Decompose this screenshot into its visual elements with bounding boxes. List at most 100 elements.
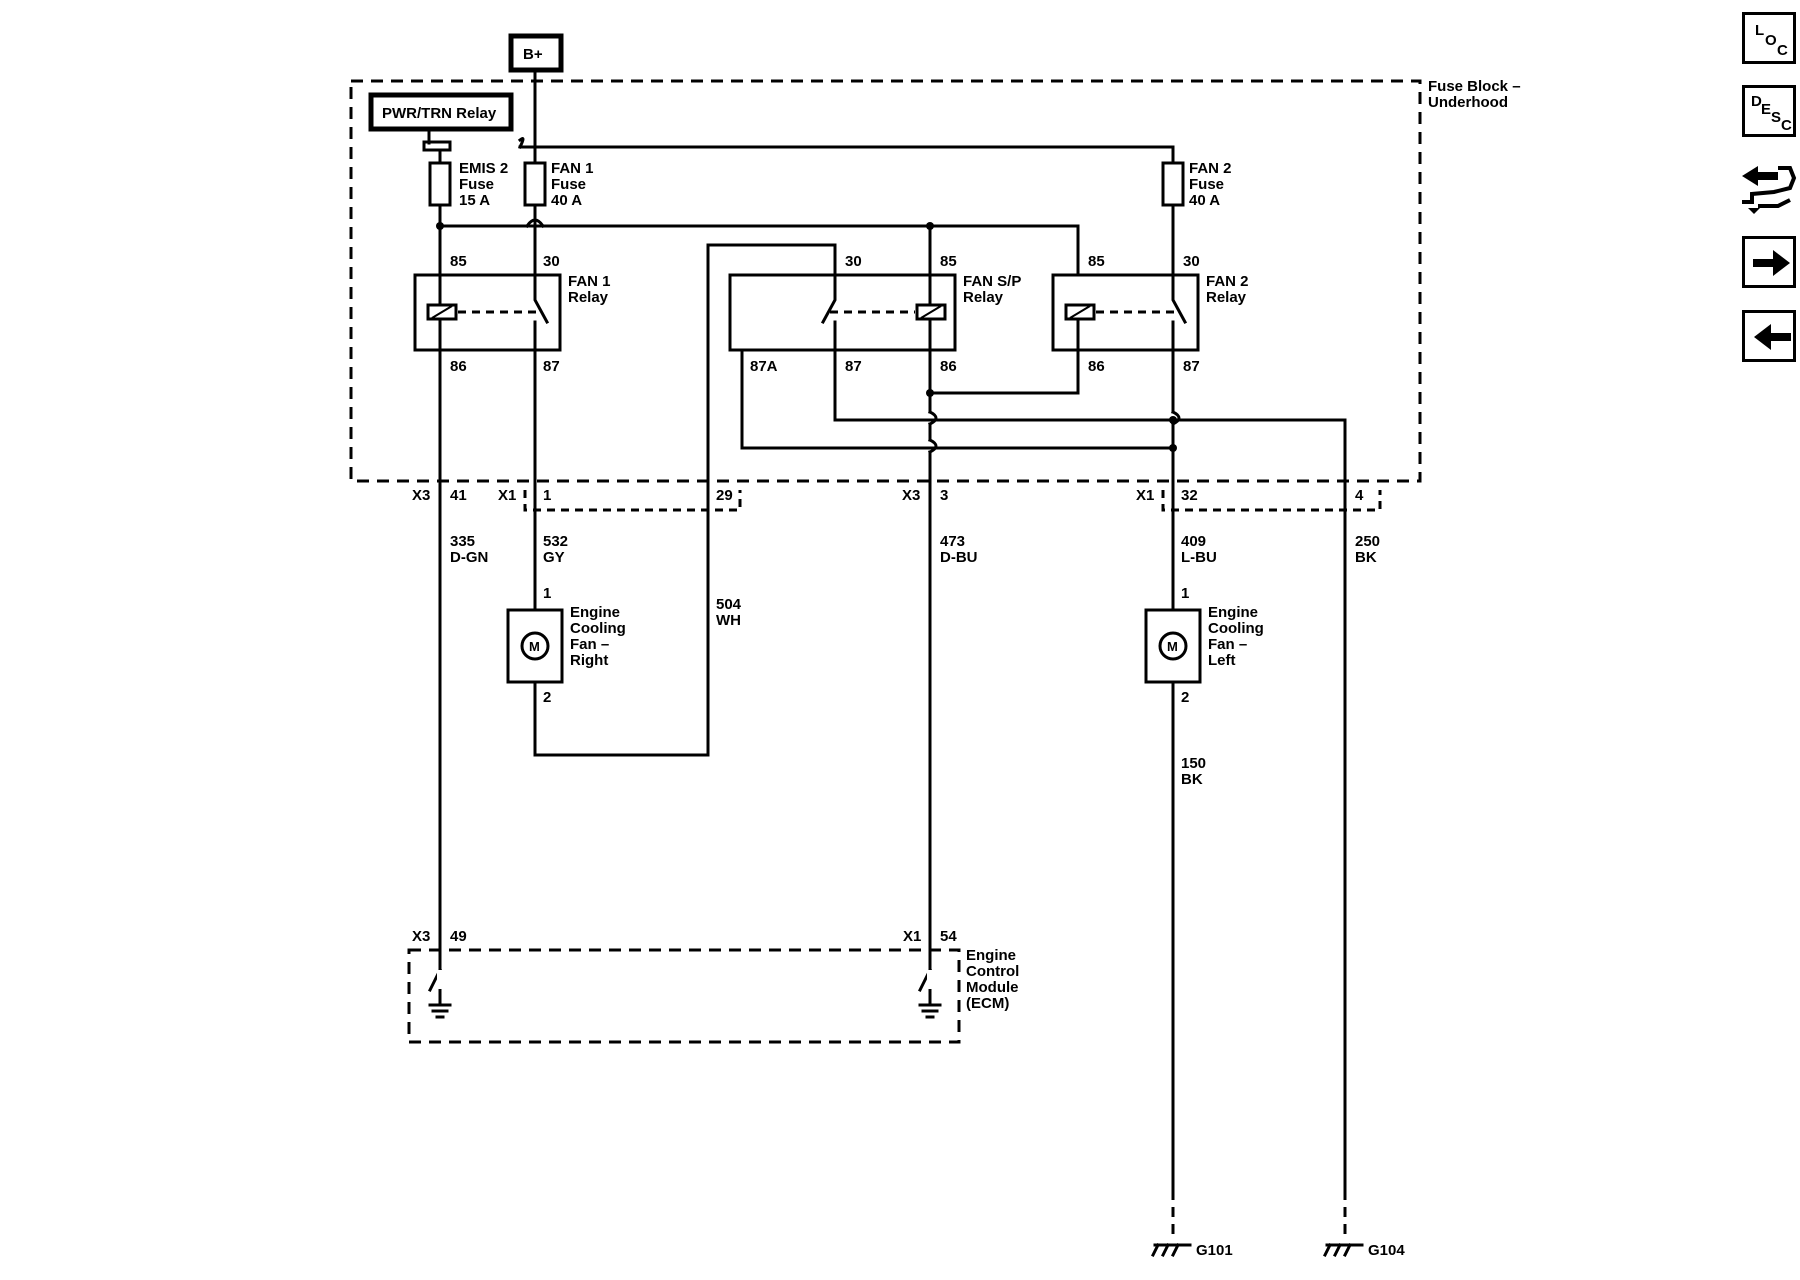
- relay-86-tie-wire: [928, 348, 1080, 395]
- relay-fan2-p30: 30: [1183, 253, 1200, 270]
- fansp-87-wire: [833, 348, 1347, 1192]
- junction: [436, 222, 444, 230]
- ground-g104-symbol: [1322, 1242, 1364, 1258]
- wire-473-color: D-BU: [940, 549, 978, 566]
- desc-letter-e: E: [1761, 101, 1771, 118]
- fansp-30-wire: [533, 243, 837, 757]
- connector-tool-icon[interactable]: [1738, 158, 1798, 218]
- fan2-fuse-feed-wire: [518, 145, 1175, 165]
- relay-fansp-coil-slash: [920, 305, 942, 319]
- conn-x3-41-pin: 41: [450, 487, 467, 504]
- wire-504-circuit: 504: [716, 596, 742, 613]
- fuse-emis2-type: Fuse: [459, 176, 494, 193]
- conn-x1-54-conn: X1: [903, 928, 921, 945]
- relay-fansp-type: Relay: [963, 289, 1004, 306]
- fuse-fan1-rating: 40 A: [551, 192, 582, 209]
- bus-hop: [927, 409, 938, 455]
- relay-fan1-p86: 86: [450, 358, 467, 375]
- relay-fan1-name: FAN 1: [568, 273, 611, 290]
- motor-left-pin2: 2: [1181, 689, 1189, 706]
- wire-409-color: L-BU: [1181, 549, 1217, 566]
- relay-fansp-p30: 30: [845, 253, 862, 270]
- back-button[interactable]: [1742, 310, 1796, 362]
- fuse-fan1-name: FAN 1: [551, 160, 594, 177]
- relay-fan2-p87: 87: [1183, 358, 1200, 375]
- desc-letter-c: C: [1781, 117, 1792, 134]
- relay-fan2-type: Relay: [1206, 289, 1247, 306]
- fuse-block-label-1: Fuse Block –: [1428, 78, 1521, 95]
- loc-letter-c: C: [1777, 42, 1788, 59]
- desc-letter-s: S: [1771, 109, 1781, 126]
- forward-button[interactable]: [1742, 236, 1796, 288]
- relay-fan1-p87: 87: [543, 358, 560, 375]
- fuse-fan2-rating: 40 A: [1189, 192, 1220, 209]
- relay-fan2-name: FAN 2: [1206, 273, 1249, 290]
- loc-letter-o: O: [1765, 32, 1777, 49]
- desc-button[interactable]: D E S C: [1742, 85, 1796, 137]
- fuse-fan1-type: Fuse: [551, 176, 586, 193]
- relay-fan1-type: Relay: [568, 289, 609, 306]
- conn-x1-54-pin: 54: [940, 928, 957, 945]
- ecm-l2: Control: [966, 963, 1019, 980]
- conn-x1-32-pin: 32: [1181, 487, 1198, 504]
- arrow-right-icon: [1753, 250, 1790, 276]
- fansp-87a-wire: [740, 348, 1175, 450]
- bus-hop: [517, 137, 525, 150]
- ground-g101-label: G101: [1196, 1242, 1233, 1259]
- motor-right-pin2: 2: [543, 689, 551, 706]
- relay-fansp-name: FAN S/P: [963, 273, 1021, 290]
- bus-hop: [524, 218, 546, 229]
- relay-fansp-p87a: 87A: [750, 358, 778, 375]
- wire-150-color: BK: [1181, 771, 1203, 788]
- pwr-trn-relay-label: PWR/TRN Relay: [382, 105, 497, 122]
- conn-x3-49-conn: X3: [412, 928, 430, 945]
- conn-x1-1-pin: 1: [543, 487, 551, 504]
- motor-right-l2: Cooling: [570, 620, 626, 637]
- conn-x3-49-pin: 49: [450, 928, 467, 945]
- pwr-trn-relay-box: [368, 92, 514, 132]
- fuse-fan2: [1161, 161, 1185, 207]
- x1-connector-left: [523, 490, 742, 512]
- motor-right-l3: Fan –: [570, 636, 609, 653]
- wire-150-circuit: 150: [1181, 755, 1206, 772]
- motor-left-pin1: 1: [1181, 585, 1189, 602]
- motor-left-m: M: [1167, 639, 1178, 654]
- wire-532-color: GY: [543, 549, 565, 566]
- ecm-driver-2: [917, 967, 942, 1019]
- relay-fan1-coil-slash: [431, 305, 453, 319]
- wire-532-circuit: 532: [543, 533, 568, 550]
- motor-left-l2: Cooling: [1208, 620, 1264, 637]
- desc-letter-d: D: [1751, 93, 1762, 110]
- fuse-emis2-rating: 15 A: [459, 192, 490, 209]
- relay-fan1-p30: 30: [543, 253, 560, 270]
- arrow-left-icon: [1754, 324, 1791, 350]
- loc-letter-l: L: [1755, 22, 1764, 39]
- wire-335-circuit: 335: [450, 533, 475, 550]
- relay-fan2-p86: 86: [1088, 358, 1105, 375]
- ecm-driver-1: [427, 967, 452, 1019]
- conn-x1-29-pin: 29: [716, 487, 733, 504]
- bplus-label: B+: [523, 46, 543, 63]
- relay-fansp-switch: [820, 273, 932, 352]
- motor-left-l4: Left: [1208, 652, 1236, 669]
- motor-left-l1: Engine: [1208, 604, 1258, 621]
- motor-right-symbol: [520, 631, 550, 661]
- fuse-fan2-type: Fuse: [1189, 176, 1224, 193]
- wire-250-color: BK: [1355, 549, 1377, 566]
- relay-fansp-p85: 85: [940, 253, 957, 270]
- conn-x1-32-conn: X1: [1136, 487, 1154, 504]
- motor-left-symbol: [1158, 631, 1188, 661]
- wire-473-circuit: 473: [940, 533, 965, 550]
- fuse-block-boundary: [349, 79, 1422, 483]
- relay-fan2-p85: 85: [1088, 253, 1105, 270]
- ground-g104-label: G104: [1368, 1242, 1405, 1259]
- junction: [926, 222, 934, 230]
- pwr-trn-relay-contact: [422, 127, 452, 152]
- fuse-fan1: [523, 161, 547, 207]
- relay-fan2-switch: [1076, 273, 1188, 352]
- loc-button[interactable]: L O C: [1742, 12, 1796, 64]
- motor-right-l4: Right: [570, 652, 608, 669]
- motor-right-pin1: 1: [543, 585, 551, 602]
- relay-fan2-coil-slash: [1069, 305, 1091, 319]
